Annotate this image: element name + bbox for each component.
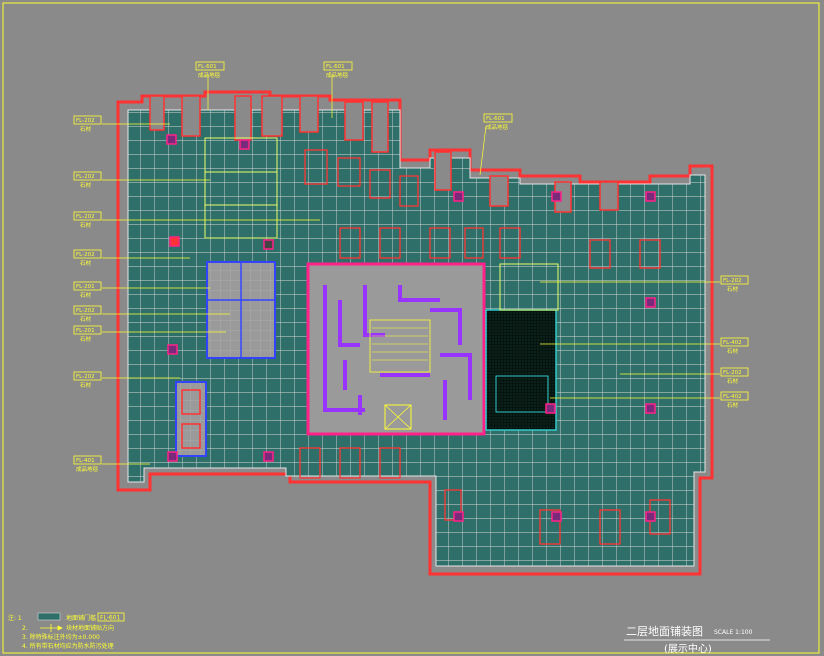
left-tag: FL-202 石材 (73, 115, 102, 133)
left-tag: FL-202 石材 (73, 249, 102, 267)
left-tag-desc: 石材 (80, 335, 92, 343)
left-tag: FL-202 石材 (73, 171, 102, 189)
top-tag-desc: 成品地毯 (486, 123, 509, 131)
left-tag-code: FL-202 (76, 374, 95, 380)
right-tag-desc: 石材 (727, 377, 739, 385)
top-tag-code: FL-601 (326, 64, 345, 70)
note-3: 3. 除特殊标注外均为±0.000 (22, 633, 100, 641)
left-tag: FL-202 石材 (73, 211, 102, 229)
structural-columns (166, 134, 656, 522)
top-tag-code: FL-601 (198, 64, 217, 70)
top-left-room (204, 137, 278, 239)
legend-swatch (37, 612, 61, 621)
left-tag-desc: 成品地毯 (76, 465, 99, 473)
right-tag-group: FL-202 石材 FL-402 石材 FL-202 石材 FL-402 石材 (720, 275, 749, 409)
top-tag: FL-601 成品地毯 (195, 61, 225, 79)
dark-display-room (485, 263, 559, 431)
drawing-notes: 注: 1 地面铺门槛 FL-601 2. 块材地面铺贴方向 3. 除特殊标注外均… (8, 612, 125, 650)
left-tag-desc: 石材 (80, 125, 92, 133)
right-tag-code: FL-202 (723, 370, 742, 376)
drawing-scale: SCALE 1:100 (714, 629, 753, 636)
right-tag-desc: 石材 (727, 347, 739, 355)
notes-heading: 注: 1 (8, 614, 22, 622)
drawing-title: 二层地面铺装图 (626, 625, 703, 638)
right-tag: FL-202 石材 (720, 275, 749, 293)
left-tag: FL-202 石材 (73, 305, 102, 323)
top-tag: FL-601 成品地毯 (323, 61, 353, 79)
left-tag: FL-201 石材 (73, 325, 102, 343)
note-4: 4. 所有带石材均应为防水防污处理 (22, 642, 114, 650)
left-tag-code: FL-201 (76, 284, 95, 290)
right-tag-desc: 石材 (727, 285, 739, 293)
top-pilasters (149, 95, 619, 213)
left-tag-desc: 石材 (80, 259, 92, 267)
top-tag-group: FL-601 成品地毯 FL-601 成品地毯 FL-601 成品地毯 (195, 61, 513, 131)
top-tag-desc: 成品地毯 (198, 71, 221, 79)
left-tag-desc: 石材 (80, 181, 92, 189)
building-outline (116, 90, 714, 576)
left-tag-desc: 石材 (80, 381, 92, 389)
top-tag-desc: 成品地毯 (326, 71, 349, 79)
right-tag: FL-402 石材 (720, 391, 749, 409)
left-stair-rooms (175, 261, 276, 457)
note-2-text: 块材地面铺贴方向 (66, 624, 114, 632)
right-tag: FL-402 石材 (720, 337, 749, 355)
tag-leader-lines (102, 74, 720, 465)
legend-text: 地面铺门槛 (66, 614, 96, 622)
left-tag-code: FL-202 (76, 214, 95, 220)
top-tag: FL-601 成品地毯 (483, 113, 513, 131)
direction-arrow-icon (40, 624, 63, 632)
left-tag-code: FL-401 (76, 458, 95, 464)
left-tag-code: FL-202 (76, 252, 95, 258)
right-tag-code: FL-402 (723, 340, 742, 346)
right-tag-desc: 石材 (727, 401, 739, 409)
left-tag-code: FL-202 (76, 174, 95, 180)
top-tag-code: FL-601 (486, 116, 505, 122)
left-tag: FL-202 石材 (73, 371, 102, 389)
left-tag-code: FL-202 (76, 308, 95, 314)
right-tag: FL-202 石材 (720, 367, 749, 385)
interior-wall-outlines (299, 149, 671, 545)
left-tag-code: FL-202 (76, 118, 95, 124)
left-tag: FL-201 石材 (73, 281, 102, 299)
left-tag-desc: 石材 (80, 221, 92, 229)
legend-tag: FL-601 (100, 615, 120, 622)
central-core (306, 262, 486, 436)
right-tag-code: FL-402 (723, 394, 742, 400)
note-2-number: 2. (22, 625, 28, 632)
drawing-subtitle: (展示中心) (664, 642, 712, 655)
left-tag-code: FL-201 (76, 328, 95, 334)
left-tag: FL-401 成品地毯 (73, 455, 102, 473)
title-block: 二层地面铺装图 SCALE 1:100 (展示中心) (624, 625, 770, 655)
left-tag-group: FL-202 石材 FL-202 石材 FL-202 石材 FL-202 石材 … (73, 115, 102, 473)
right-tag-code: FL-202 (723, 278, 742, 284)
left-tag-desc: 石材 (80, 315, 92, 323)
left-tag-desc: 石材 (80, 291, 92, 299)
